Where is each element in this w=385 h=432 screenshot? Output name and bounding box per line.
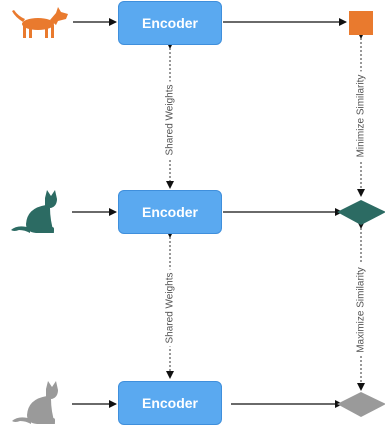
encoder-box-2: Encoder (118, 190, 222, 234)
encoder-box-3: Encoder (118, 381, 222, 425)
shared-weights-label-bottom: Shared Weights (164, 269, 176, 347)
minimize-similarity-label: Minimize Similarity (355, 71, 367, 161)
orange-square-icon (349, 11, 373, 35)
cat-icon (11, 190, 57, 233)
gray-cat-icon (12, 381, 58, 424)
dog-icon (12, 7, 68, 38)
encoder-box-1: Encoder (118, 1, 222, 45)
teal-diamond-icon (337, 200, 385, 225)
shared-weights-label-top: Shared Weights (164, 81, 176, 159)
gray-diamond-icon (337, 392, 385, 417)
maximize-similarity-label: Maximize Similarity (355, 264, 367, 356)
